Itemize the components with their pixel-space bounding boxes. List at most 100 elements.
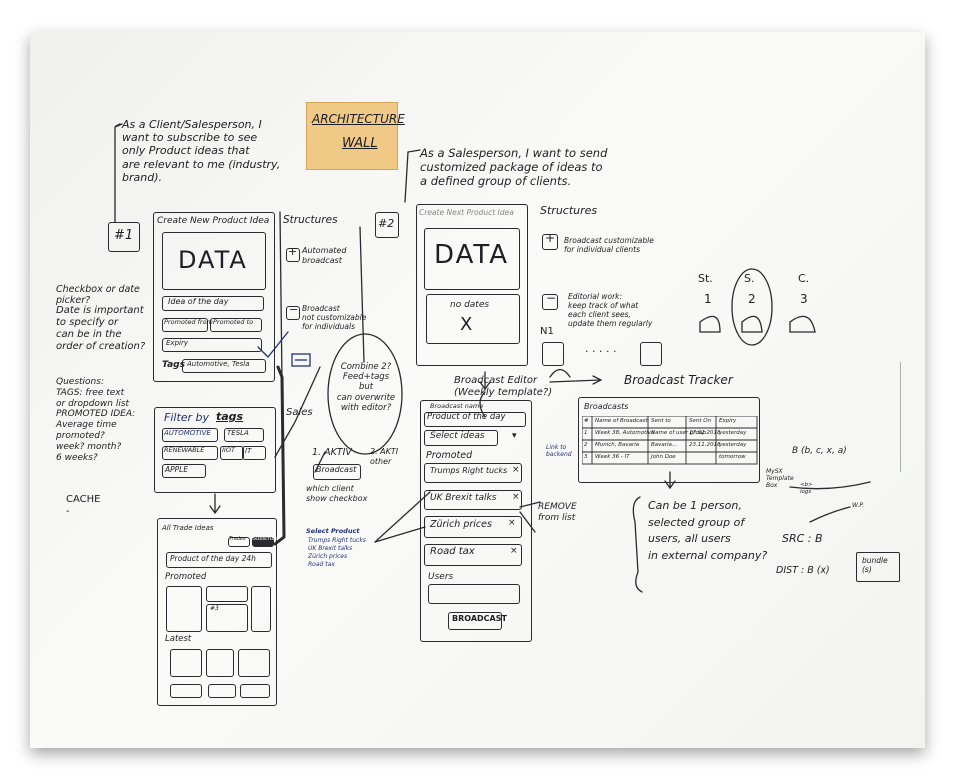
- structures1-item2: Broadcast not customizable for individua…: [302, 304, 367, 331]
- wf1-promoted-to: Promoted to: [213, 318, 254, 326]
- structures2-minus-box: [542, 294, 558, 310]
- chip-it-box: [242, 446, 266, 460]
- editor-broadcast-name: Broadcast name: [430, 402, 484, 410]
- chip-iiot-box: [220, 446, 244, 460]
- filter-title: Filter by: [164, 411, 210, 424]
- combine-bubble-outline: [327, 333, 403, 455]
- all-trade-bottom-1: [170, 684, 202, 698]
- tracker-title: Broadcast Tracker: [624, 373, 733, 387]
- wf1-title: Create New Product Idea: [157, 216, 270, 226]
- wf1-expiry-field: [162, 338, 262, 352]
- sketch-lines: [114, 123, 871, 593]
- select-product-item-4: Road tax: [308, 561, 335, 568]
- all-trade-btn2[interactable]: Subscribe: [253, 536, 278, 542]
- structures2-item2: Editorial work: keep track of what each …: [568, 292, 653, 328]
- thick-connector: [273, 365, 286, 546]
- select-product-title: Select Product: [306, 527, 360, 535]
- select-product-item-2: UK Brexit talks: [308, 545, 353, 552]
- plus-icon-2: +: [545, 231, 556, 245]
- structures2-dots: . . . . .: [585, 342, 617, 355]
- all-trade-latest-3: [238, 649, 270, 677]
- all-trade-title: All Trade Ideas: [162, 524, 214, 532]
- chip-apple-box: [162, 464, 206, 478]
- tracker-cell-0-2: Name of user group: [651, 430, 706, 436]
- wf1-idea-label: Idea of the day: [168, 297, 229, 306]
- all-trade-latest-1: [170, 649, 202, 677]
- wf2-data-box: [424, 228, 520, 290]
- editor-item-1: Trumps Right tucks: [430, 466, 508, 475]
- editor-users: Users: [428, 572, 454, 582]
- structures2-item1: Broadcast customizable for individual cl…: [564, 236, 654, 254]
- tracker-header-0: #: [584, 418, 589, 424]
- all-trade-num: #3: [210, 605, 219, 612]
- tracker-table: [582, 416, 758, 465]
- user-story-1: As a Client/Salesperson, I want to subsc…: [122, 118, 281, 184]
- structures2-n1: N1: [540, 326, 554, 337]
- tracker-cell-1-3: 23.11.2018: [689, 442, 721, 448]
- tracker-cell-0-1: Week 38, Automotive: [595, 430, 655, 436]
- wf2-no-dates: no dates: [450, 300, 490, 310]
- note-date-important: Date is important to specify or can be i…: [56, 305, 146, 352]
- all-trade-card-3: [206, 604, 248, 632]
- plus-icon: +: [288, 245, 298, 258]
- editor-title: Broadcast Editor (Weekly template?): [454, 375, 553, 398]
- right-template-box: MySX Template Box: [766, 468, 794, 490]
- structures2-title: Structures: [540, 204, 598, 217]
- aktiv-one: 1. AKTIV: [312, 447, 352, 458]
- structures1-plus-box: [286, 248, 300, 262]
- remove-item-3-icon[interactable]: ×: [508, 518, 516, 528]
- tracker-cell-2-0: 3: [584, 454, 588, 460]
- editor-item-4: Road tax: [430, 546, 475, 557]
- remove-item-2-icon[interactable]: ×: [512, 492, 520, 502]
- sc-n3: 3: [800, 292, 808, 306]
- right-small1: <b> logs: [800, 482, 813, 495]
- sc-n2: 2: [748, 292, 756, 306]
- tracker-cell-0-3: 17.02.2018: [689, 430, 721, 436]
- wf1-tags-value: Automotive, Tesla: [187, 360, 250, 368]
- tracker-table-title: Broadcasts: [584, 402, 629, 411]
- tracker-header-3: Sent On: [689, 418, 712, 424]
- filter-tags-word: tags: [216, 410, 244, 423]
- editor-users-field[interactable]: [428, 584, 520, 604]
- chip-tesla[interactable]: TESLA: [227, 429, 249, 437]
- broadcast-button[interactable]: [448, 612, 502, 630]
- chevron-down-icon[interactable]: ▾: [512, 431, 517, 441]
- all-trade-latest-2: [206, 649, 234, 677]
- story-number-1: #1: [114, 228, 134, 243]
- all-trade-btn2-box: [252, 537, 274, 547]
- tracker-header-2: Sent to: [651, 418, 671, 424]
- all-trade-btn1[interactable]: Trades: [229, 536, 246, 542]
- wf1-expiry: Expiry: [166, 339, 188, 347]
- remove-item-4-icon[interactable]: ×: [510, 546, 518, 556]
- aktiv-two: 2. AKTI other: [370, 447, 399, 466]
- wireframe-broadcast-editor: [420, 400, 532, 642]
- chip-apple[interactable]: APPLE: [165, 465, 189, 474]
- tracker-cell-1-2: Bavaria...: [651, 442, 678, 448]
- chip-renewable[interactable]: RENEWABLE: [164, 446, 205, 454]
- structures2-plus-box: [542, 234, 558, 250]
- structures1-item1: Automated broadcast: [302, 246, 347, 265]
- chip-iiot[interactable]: IIOT: [222, 446, 235, 454]
- wf2-title: Create Next Product Idea: [419, 208, 514, 217]
- remove-item-1-icon[interactable]: ×: [512, 465, 520, 475]
- story-number-box-1: [108, 222, 140, 252]
- minus-icon-2: −: [546, 291, 557, 305]
- tracker-header-1: Name of Broadcast: [595, 418, 648, 424]
- chip-automotive[interactable]: AUTOMOTIVE: [164, 429, 211, 437]
- editor-promoted: Promoted: [426, 450, 473, 461]
- structures1-title: Structures: [283, 214, 338, 226]
- story-number-2: #2: [378, 217, 395, 230]
- all-trade-latest: Latest: [165, 634, 192, 644]
- user-story-2: As a Salesperson, I want to send customi…: [420, 146, 608, 188]
- sc-c: C.: [798, 272, 810, 285]
- minus-icon: −: [289, 303, 299, 316]
- editor-select-ideas[interactable]: Select ideas: [430, 431, 485, 441]
- wf1-promoted-from-field: [162, 318, 208, 332]
- whiteboard: ARCHITECTURE WALL As a Client/Salesperso…: [30, 32, 925, 748]
- right-bundle-box: [856, 552, 900, 582]
- wf1-tags-label: Tags: [162, 360, 185, 370]
- all-trade-bottom-3: [240, 684, 270, 698]
- chip-it[interactable]: IT: [245, 447, 252, 455]
- note-questions: Questions: TAGS: free text or dropdown l…: [56, 377, 136, 463]
- tracker-cell-2-1: Week 36 - IT: [595, 454, 630, 460]
